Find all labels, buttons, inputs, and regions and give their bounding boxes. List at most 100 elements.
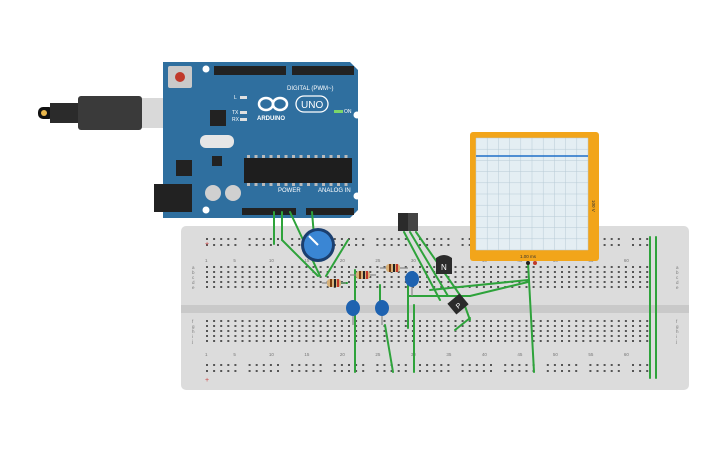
breadboard-hole[interactable] xyxy=(632,286,634,288)
breadboard-hole[interactable] xyxy=(376,330,379,332)
breadboard-hole[interactable] xyxy=(553,325,556,327)
breadboard-hole[interactable] xyxy=(561,370,563,372)
breadboard-hole[interactable] xyxy=(468,330,471,332)
breadboard-hole[interactable] xyxy=(220,325,223,327)
breadboard[interactable]: + + 115510101515202025253030353540404545… xyxy=(181,226,689,390)
breadboard-hole[interactable] xyxy=(255,330,258,332)
breadboard-hole[interactable] xyxy=(440,286,443,288)
breadboard-hole[interactable] xyxy=(589,271,592,273)
breadboard-hole[interactable] xyxy=(348,370,350,372)
breadboard-hole[interactable] xyxy=(454,320,457,322)
breadboard-hole[interactable] xyxy=(490,370,492,372)
breadboard-hole[interactable] xyxy=(305,330,308,332)
breadboard-hole[interactable] xyxy=(561,335,563,337)
breadboard-hole[interactable] xyxy=(433,238,436,240)
breadboard-hole[interactable] xyxy=(227,335,230,337)
breadboard-hole[interactable] xyxy=(447,335,450,337)
breadboard-hole[interactable] xyxy=(603,281,606,283)
oscilloscope[interactable]: 1.00 ms 100 V xyxy=(470,132,599,265)
breadboard-hole[interactable] xyxy=(482,271,485,273)
breadboard-hole[interactable] xyxy=(532,276,535,278)
analog-header[interactable] xyxy=(306,208,354,215)
breadboard-hole[interactable] xyxy=(603,370,606,372)
breadboard-hole[interactable] xyxy=(411,286,414,288)
breadboard-hole[interactable] xyxy=(546,281,549,283)
breadboard-hole[interactable] xyxy=(362,244,365,246)
breadboard-hole[interactable] xyxy=(340,276,343,278)
breadboard-hole[interactable] xyxy=(241,281,244,283)
breadboard-hole[interactable] xyxy=(426,335,429,337)
breadboard-hole[interactable] xyxy=(617,335,620,337)
breadboard-hole[interactable] xyxy=(319,370,322,372)
breadboard-hole[interactable] xyxy=(390,335,393,337)
breadboard-hole[interactable] xyxy=(426,238,429,240)
breadboard-hole[interactable] xyxy=(596,286,599,288)
breadboard-hole[interactable] xyxy=(355,281,358,283)
breadboard-hole[interactable] xyxy=(568,281,571,283)
breadboard-hole[interactable] xyxy=(355,271,358,273)
breadboard-hole[interactable] xyxy=(213,271,216,273)
breadboard-hole[interactable] xyxy=(646,340,649,342)
breadboard-hole[interactable] xyxy=(220,281,223,283)
breadboard-hole[interactable] xyxy=(568,330,571,332)
breadboard-hole[interactable] xyxy=(624,335,627,337)
breadboard-hole[interactable] xyxy=(624,286,627,288)
breadboard-hole[interactable] xyxy=(561,281,563,283)
breadboard-hole[interactable] xyxy=(532,281,535,283)
breadboard-hole[interactable] xyxy=(525,364,528,366)
breadboard-hole[interactable] xyxy=(646,276,649,278)
breadboard-hole[interactable] xyxy=(582,271,585,273)
breadboard-hole[interactable] xyxy=(440,320,443,322)
breadboard-hole[interactable] xyxy=(383,271,386,273)
breadboard-hole[interactable] xyxy=(213,330,216,332)
breadboard-hole[interactable] xyxy=(624,340,627,342)
breadboard-hole[interactable] xyxy=(497,320,500,322)
breadboard-hole[interactable] xyxy=(262,281,265,283)
breadboard-hole[interactable] xyxy=(255,271,258,273)
breadboard-hole[interactable] xyxy=(227,330,230,332)
breadboard-hole[interactable] xyxy=(362,330,365,332)
breadboard-hole[interactable] xyxy=(504,370,507,372)
breadboard-hole[interactable] xyxy=(589,320,592,322)
breadboard-hole[interactable] xyxy=(383,276,386,278)
breadboard-hole[interactable] xyxy=(603,271,606,273)
breadboard-hole[interactable] xyxy=(447,364,450,366)
breadboard-hole[interactable] xyxy=(433,330,436,332)
breadboard-hole[interactable] xyxy=(298,281,301,283)
breadboard-hole[interactable] xyxy=(426,286,429,288)
breadboard-hole[interactable] xyxy=(568,276,571,278)
breadboard-hole[interactable] xyxy=(255,276,258,278)
breadboard-hole[interactable] xyxy=(468,364,471,366)
breadboard-hole[interactable] xyxy=(482,276,485,278)
breadboard-hole[interactable] xyxy=(511,370,514,372)
breadboard-hole[interactable] xyxy=(291,271,294,273)
breadboard-hole[interactable] xyxy=(582,335,585,337)
breadboard-hole[interactable] xyxy=(582,281,585,283)
breadboard-hole[interactable] xyxy=(582,286,585,288)
breadboard-hole[interactable] xyxy=(646,330,649,332)
breadboard-hole[interactable] xyxy=(362,281,365,283)
breadboard-hole[interactable] xyxy=(475,281,478,283)
breadboard-hole[interactable] xyxy=(269,325,272,327)
breadboard-hole[interactable] xyxy=(468,244,471,246)
breadboard-hole[interactable] xyxy=(419,364,421,366)
breadboard-hole[interactable] xyxy=(227,364,230,366)
breadboard-hole[interactable] xyxy=(397,238,400,240)
breadboard-hole[interactable] xyxy=(333,364,336,366)
breadboard-hole[interactable] xyxy=(603,364,606,366)
breadboard-hole[interactable] xyxy=(206,340,208,342)
breadboard-hole[interactable] xyxy=(397,330,400,332)
breadboard-hole[interactable] xyxy=(348,320,350,322)
breadboard-hole[interactable] xyxy=(511,330,514,332)
breadboard-hole[interactable] xyxy=(383,330,386,332)
breadboard-hole[interactable] xyxy=(376,238,379,240)
breadboard-hole[interactable] xyxy=(397,244,400,246)
breadboard-hole[interactable] xyxy=(241,266,244,268)
breadboard-hole[interactable] xyxy=(340,330,343,332)
breadboard-hole[interactable] xyxy=(603,238,606,240)
breadboard-hole[interactable] xyxy=(220,320,223,322)
breadboard-hole[interactable] xyxy=(234,340,237,342)
breadboard-hole[interactable] xyxy=(340,266,343,268)
breadboard-hole[interactable] xyxy=(426,320,429,322)
breadboard-hole[interactable] xyxy=(376,325,379,327)
